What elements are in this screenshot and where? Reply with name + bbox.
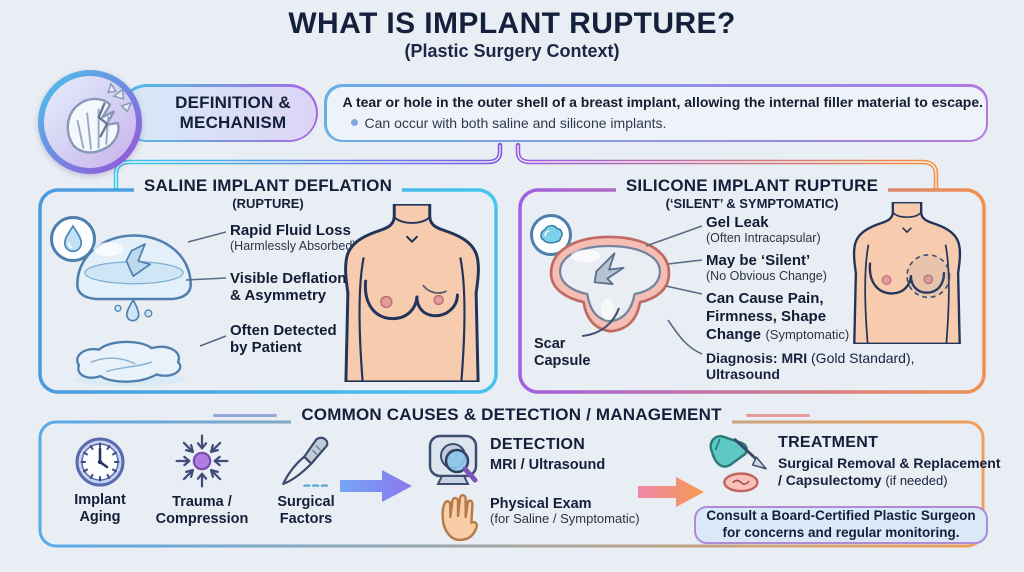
cause-label: Trauma / Compression xyxy=(155,494,249,527)
definition-label-line2: MECHANISM xyxy=(179,113,287,132)
consult-text: Consult a Board-Certified Plastic Surgeo… xyxy=(706,508,976,540)
gel-blob-icon xyxy=(540,224,563,244)
point-sub: (Symptomatic) xyxy=(765,327,850,342)
point-main: Visible Deflation & Asymmetry xyxy=(230,270,347,305)
point-main: May be ‘Silent’ xyxy=(706,252,811,269)
point-main: Often Detected by Patient xyxy=(230,322,337,357)
point-sub: (No Obvious Change) xyxy=(706,269,827,284)
saline-point-2: Visible Deflation & Asymmetry xyxy=(230,270,360,305)
scar-capsule-label: Scar Capsule xyxy=(534,336,591,369)
management-section: COMMON CAUSES & DETECTION / MANAGEMENT I… xyxy=(38,405,1001,548)
broken-shell-icon xyxy=(66,82,133,154)
compression-icon xyxy=(175,434,229,488)
cause-label: Surgical Factors xyxy=(277,494,335,527)
shell-badge xyxy=(38,70,142,174)
title-dash-left xyxy=(213,413,278,417)
detection-line1: MRI / Ultrasound xyxy=(490,457,606,473)
definition-bullet: Can occur with both saline and silicone … xyxy=(364,114,667,131)
point-main: Rapid Fluid Loss xyxy=(230,222,351,239)
torso-asymmetry-illustration xyxy=(344,204,480,382)
deflated-implant-illustration xyxy=(74,340,186,387)
treatment-line1: Surgical Removal & Replacement xyxy=(778,455,1001,471)
cause-trauma-compression: Trauma / Compression xyxy=(150,432,254,527)
cause-surgical-factors: Surgical Factors xyxy=(262,434,350,527)
point-sub: (Harmlessly Absorbed) xyxy=(230,239,357,254)
diagnosis-main2: Ultrasound xyxy=(706,366,780,382)
water-droplet-icon xyxy=(63,224,83,253)
orange-arrow-icon xyxy=(638,477,704,507)
exam-sub: (for Saline / Symptomatic) xyxy=(490,511,640,526)
definition-label-pill: DEFINITION & MECHANISM xyxy=(118,84,318,142)
diagnosis-main: Diagnosis: MRI xyxy=(706,350,808,366)
silicone-title: SILICONE IMPLANT RUPTURE xyxy=(615,176,889,196)
saline-implant-leak-illustration xyxy=(76,234,192,322)
saline-subtitle: (RUPTURE) xyxy=(232,196,304,211)
saline-title-wrap: SALINE IMPLANT DEFLATION (RUPTURE) xyxy=(38,176,498,212)
definition-label-line1: DEFINITION & xyxy=(175,93,291,113)
treatment-line2-sub: (if needed) xyxy=(885,473,948,488)
cause-label: Implant Aging xyxy=(74,492,126,525)
management-title: COMMON CAUSES & DETECTION / MANAGEMENT xyxy=(291,405,732,425)
blue-arrow-icon xyxy=(340,470,412,502)
torso-dashed-circle-illustration xyxy=(852,202,962,344)
gel-blob-badge xyxy=(530,214,572,256)
detection-group: DETECTION MRI / Ultrasound xyxy=(490,436,605,473)
page-title: WHAT IS IMPLANT RUPTURE? xyxy=(288,7,736,40)
definition-box: A tear or hole in the outer shell of a b… xyxy=(324,84,988,142)
silicone-point-1: Gel Leak (Often Intracapsular) xyxy=(706,214,870,246)
silicone-title-wrap: SILICONE IMPLANT RUPTURE (‘SILENT’ & SYM… xyxy=(518,176,986,212)
point-main: Gel Leak xyxy=(706,214,769,231)
page-subtitle: (Plastic Surgery Context) xyxy=(404,41,620,61)
saline-title: SALINE IMPLANT DEFLATION xyxy=(133,176,403,196)
silicone-subtitle: (‘SILENT’ & SYMPTOMATIC) xyxy=(665,196,839,211)
silicone-diagnosis: Diagnosis: MRI (Gold Standard), Ultrasou… xyxy=(706,350,982,382)
saline-section: SALINE IMPLANT DEFLATION (RUPTURE) xyxy=(38,176,498,394)
silicone-section: SILICONE IMPLANT RUPTURE (‘SILENT’ & SYM… xyxy=(518,176,986,394)
consult-callout: Consult a Board-Certified Plastic Surgeo… xyxy=(694,506,988,544)
definition-text: A tear or hole in the outer shell of a b… xyxy=(342,93,984,110)
water-droplet-badge xyxy=(50,216,96,262)
silicone-point-3: Can Cause Pain, Firmness, Shape Change (… xyxy=(706,290,858,344)
treatment-line2-main: / Capsulectomy xyxy=(778,472,882,488)
point-sub: (Often Intracapsular) xyxy=(706,231,821,246)
physical-exam-group: Physical Exam (for Saline / Symptomatic) xyxy=(490,496,640,527)
treatment-title: TREATMENT xyxy=(778,434,879,451)
mri-magnifier-icon xyxy=(428,434,478,485)
title-dash-right xyxy=(745,413,810,417)
scalpel-icon xyxy=(282,436,332,487)
hand-icon xyxy=(441,494,478,542)
management-title-row: COMMON CAUSES & DETECTION / MANAGEMENT xyxy=(38,405,985,425)
exam-main: Physical Exam xyxy=(490,496,592,512)
clock-icon xyxy=(75,437,125,487)
detection-title: DETECTION xyxy=(490,436,586,453)
silicone-point-2: May be ‘Silent’ (No Obvious Change) xyxy=(706,252,870,284)
bullet-dot xyxy=(350,119,358,126)
treatment-group: TREATMENT Surgical Removal & Replacement… xyxy=(778,434,1018,488)
cause-implant-aging: Implant Aging xyxy=(56,436,144,525)
surgery-hand-icon xyxy=(709,435,767,493)
diagnosis-note: (Gold Standard), xyxy=(811,350,915,366)
point-main: Can Cause Pain, Firmness, Shape Change xyxy=(706,290,827,343)
saline-point-1: Rapid Fluid Loss (Harmlessly Absorbed) xyxy=(230,222,372,254)
saline-point-3: Often Detected by Patient xyxy=(230,322,350,357)
silicone-implant-leak-illustration xyxy=(549,235,671,333)
